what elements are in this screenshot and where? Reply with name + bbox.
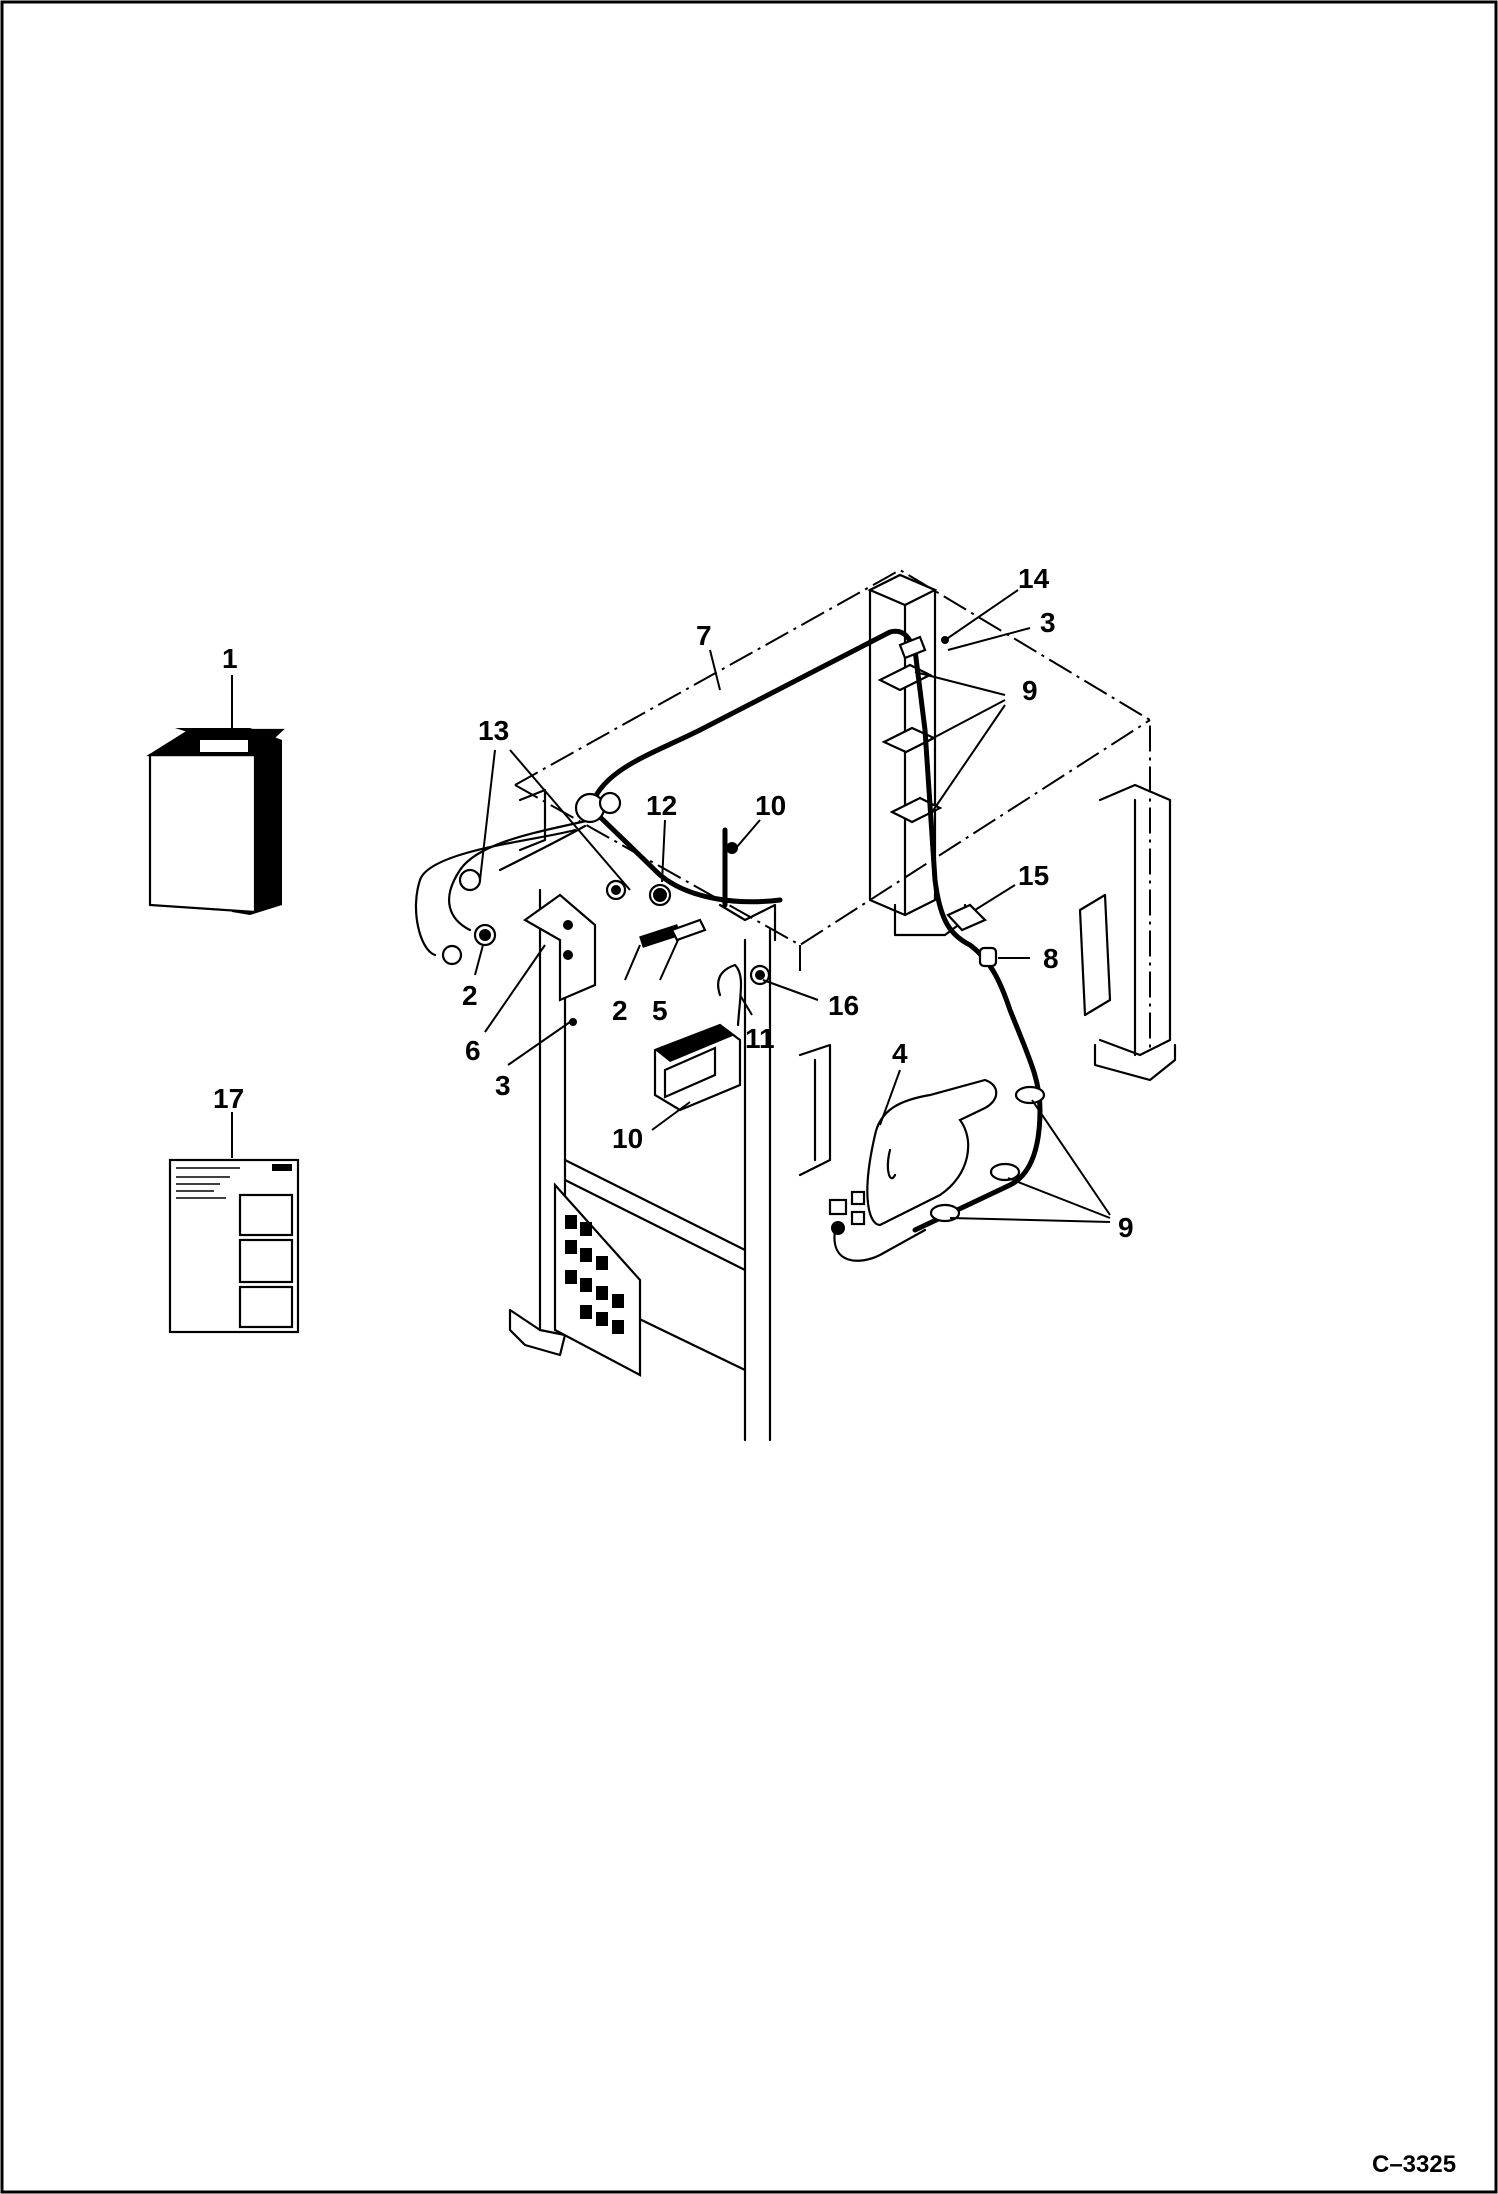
- callout-9-top: 9: [1022, 675, 1038, 706]
- callout-14: 14: [1018, 563, 1050, 594]
- callout-11: 11: [745, 1023, 775, 1054]
- callout-16: 16: [828, 990, 859, 1021]
- callout-5: 5: [652, 995, 668, 1026]
- callout-2-right: 2: [612, 995, 628, 1026]
- callout-6: 6: [465, 1035, 481, 1066]
- item-4-cover: [828, 1078, 1046, 1262]
- callout-13: 13: [478, 715, 509, 746]
- callout-2-left: 2: [462, 980, 478, 1011]
- item-17-decal: [168, 1112, 300, 1334]
- callout-17: 17: [213, 1083, 244, 1114]
- cab-frame: [508, 568, 1177, 1442]
- callout-labels: 1 2 2 3 3 4 5 6 7 8 9 9 10 10 11 12 13 1…: [213, 563, 1134, 1243]
- callout-8: 8: [1043, 943, 1059, 974]
- callout-9-bottom: 9: [1118, 1212, 1134, 1243]
- callout-7: 7: [696, 620, 712, 651]
- callout-15: 15: [1018, 860, 1049, 891]
- item-6-bracket: [473, 879, 707, 1026]
- callout-12: 12: [646, 790, 677, 821]
- callout-4: 4: [892, 1038, 908, 1069]
- callout-10-top: 10: [755, 790, 786, 821]
- item-1-box: [146, 675, 285, 915]
- figure-code: C–3325: [1372, 2151, 1456, 2178]
- callout-10-bottom: 10: [612, 1123, 643, 1154]
- callout-3-right: 3: [1040, 607, 1056, 638]
- hardware-right: [898, 635, 998, 968]
- leader-lines: [474, 589, 1111, 1223]
- item-10-light: [653, 842, 771, 1112]
- callout-1: 1: [222, 643, 238, 674]
- callout-3-left: 3: [495, 1070, 511, 1101]
